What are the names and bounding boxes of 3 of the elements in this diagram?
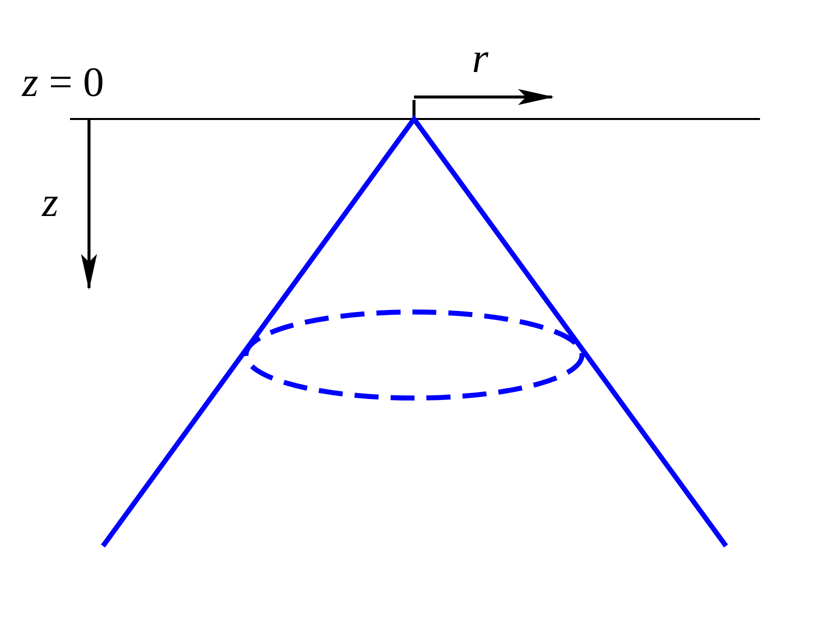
axis-label: r [472,38,488,80]
surface-label: z = 0 [22,62,104,104]
axis-label: z [42,182,58,224]
